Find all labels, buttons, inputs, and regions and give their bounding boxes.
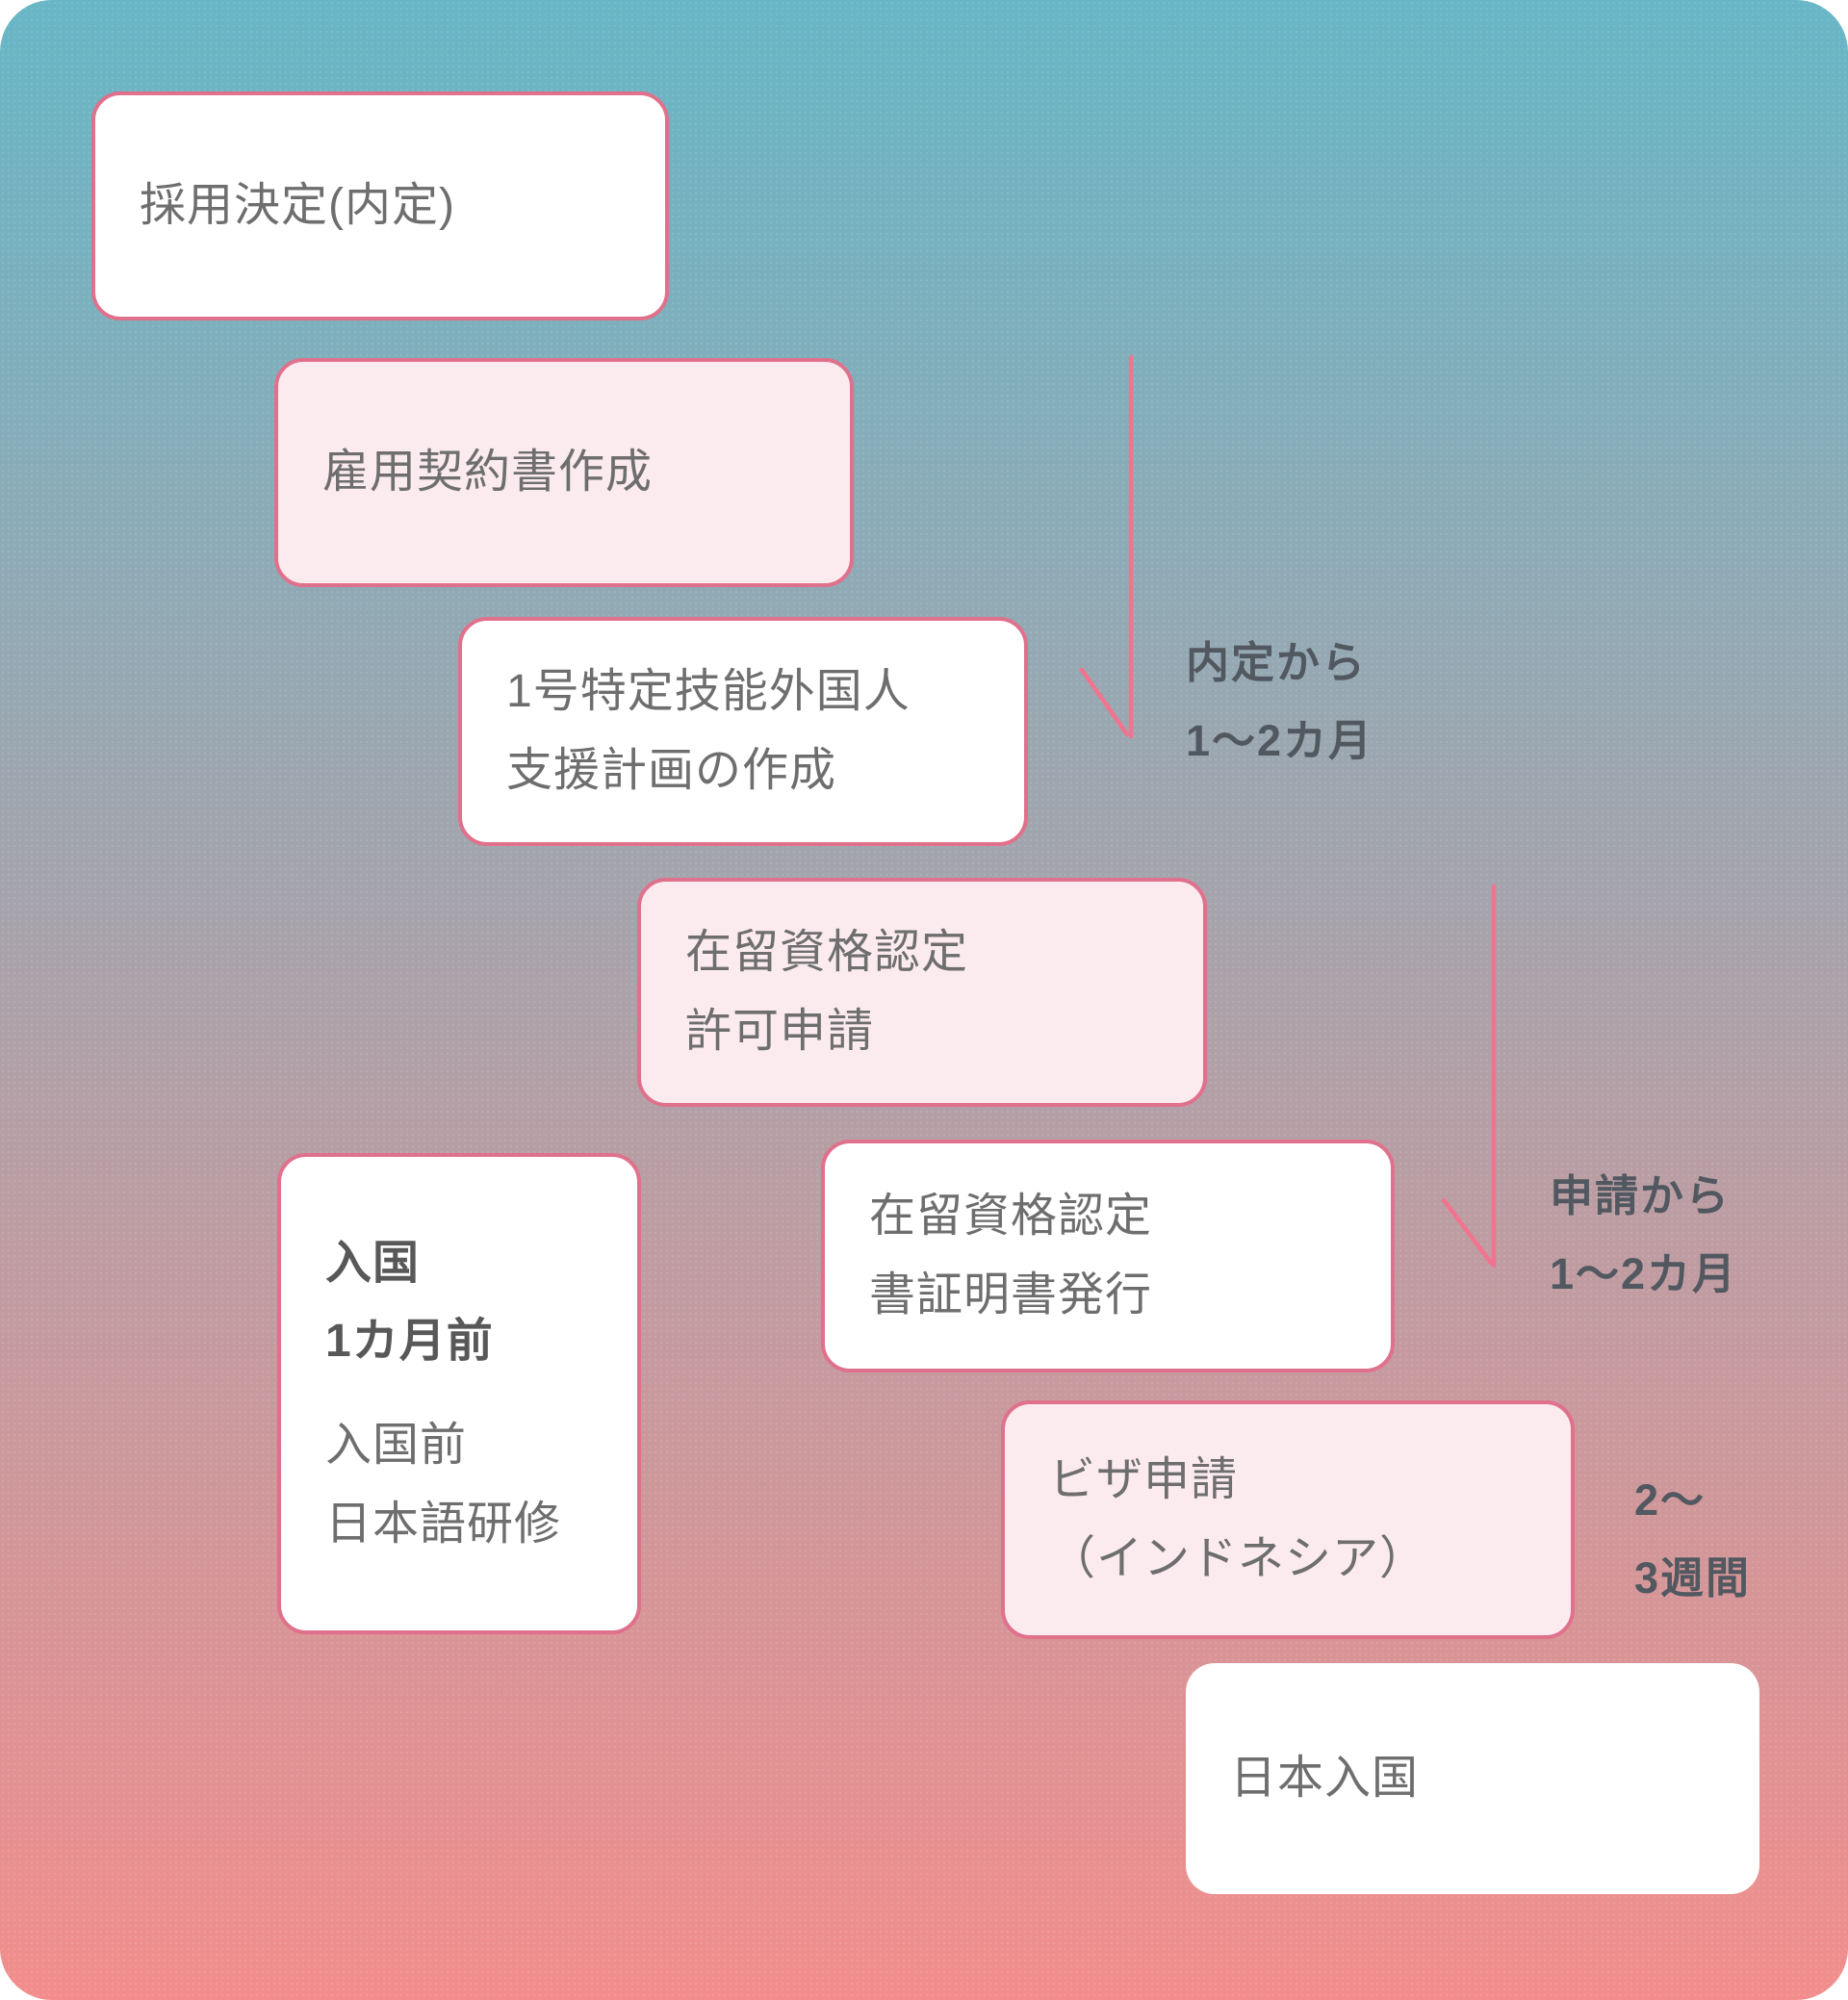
step-label-line-2: 支援計画の作成 (506, 745, 837, 796)
step-certificate-issuance: 在留資格認定 書証明書発行 (821, 1140, 1395, 1372)
step-label-line-1: 入国前 (325, 1420, 468, 1471)
step-label-line-1: ビザ申請 (1049, 1454, 1239, 1506)
step-label-line-1: 1号特定技能外国人 (506, 666, 911, 718)
step-hiring-decision: 採用決定(内定) (91, 91, 669, 321)
step-label: 日本入国 (1230, 1753, 1420, 1805)
step-residence-status-application: 在留資格認定 許可申請 (637, 878, 1207, 1107)
step-employment-contract: 雇用契約書作成 (274, 358, 854, 587)
step-heading: 入国 1カ月前 (325, 1224, 494, 1381)
step-heading-line-1: 入国 (325, 1237, 421, 1289)
duration-line-2: 1〜2カ月 (1186, 716, 1374, 765)
step-label: 雇用契約書作成 (322, 447, 654, 499)
step-label: 採用決定(内定) (140, 180, 455, 232)
step-body: 入国前 日本語研修 (325, 1406, 561, 1563)
duration-line-2: 3週間 (1634, 1553, 1752, 1603)
duration-line-2: 1〜2カ月 (1550, 1249, 1738, 1298)
step-label-line-2: 許可申請 (685, 1006, 875, 1057)
step-label-line-1: 在留資格認定 (685, 927, 969, 979)
timeline-arrow-2 (1441, 884, 1497, 1269)
duration-label-visa-weeks: 2〜 3週間 (1634, 1461, 1751, 1617)
step-heading-line-2: 1カ月前 (325, 1316, 494, 1368)
step-pre-entry-training: 入国 1カ月前 入国前 日本語研修 (277, 1153, 641, 1634)
duration-label-from-application: 申請から 1〜2カ月 (1550, 1157, 1737, 1313)
step-support-plan: 1号特定技能外国人 支援計画の作成 (458, 617, 1028, 846)
step-label-line-2: 書証明書発行 (869, 1269, 1153, 1321)
timeline-arrow-1 (1079, 354, 1134, 739)
duration-label-from-offer: 内定から 1〜2カ月 (1186, 624, 1373, 780)
duration-line-1: 2〜 (1634, 1475, 1707, 1525)
duration-line-1: 申請から (1550, 1171, 1732, 1220)
step-visa-application: ビザ申請 （インドネシア） (1001, 1400, 1575, 1639)
duration-line-1: 内定から (1186, 638, 1368, 687)
step-label-line-2: （インドネシア） (1049, 1533, 1427, 1584)
step-label-line-2: 日本語研修 (325, 1498, 562, 1550)
step-entry-to-japan: 日本入国 (1186, 1663, 1759, 1894)
step-label-line-1: 在留資格認定 (869, 1191, 1153, 1243)
